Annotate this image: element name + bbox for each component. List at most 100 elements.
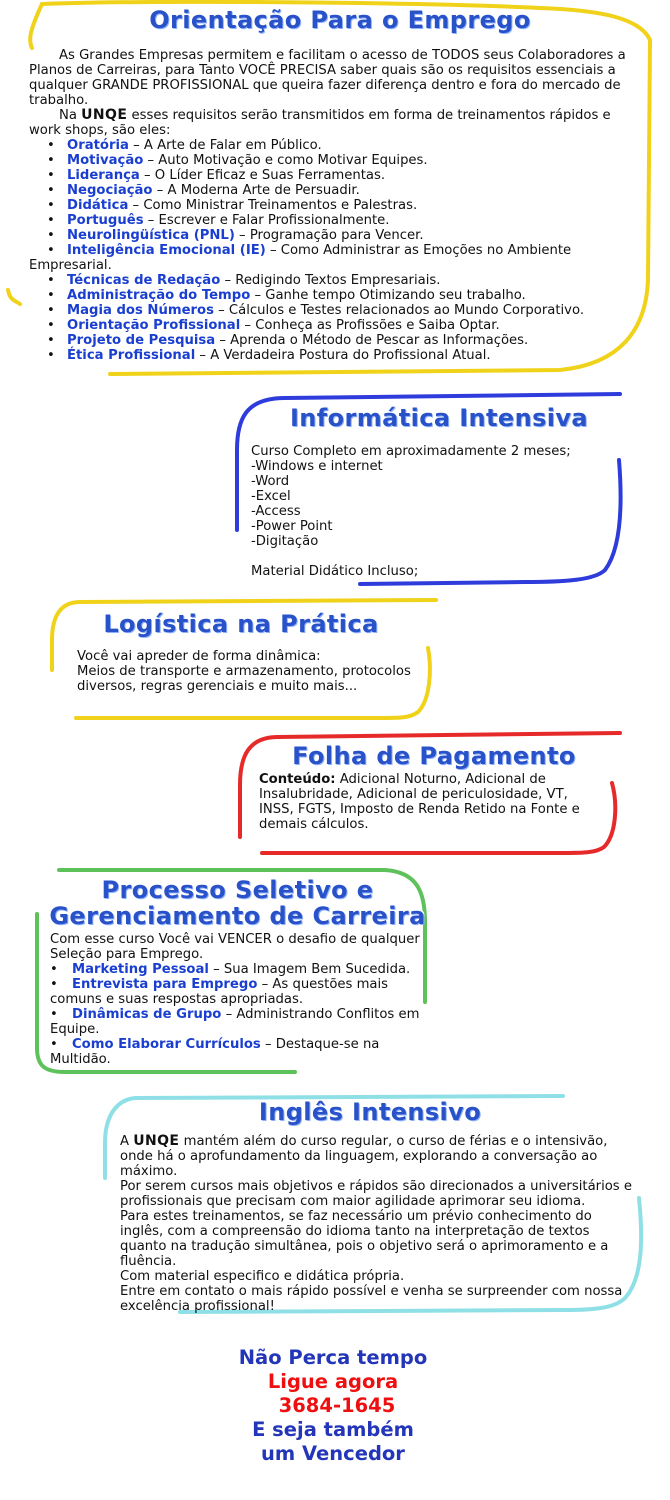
orientacao-topic-item: • Inteligência Emocional (IE) – Como Admi… (29, 243, 641, 273)
bullet-icon: • (50, 1037, 58, 1052)
section-title-folha: Folha de Pagamento (292, 742, 576, 770)
processo-topic-desc: – As questões mais comuns e suas respost… (50, 977, 389, 1007)
orientacao-topic-item: •Didática – Como Ministrar Treinamentos … (29, 198, 641, 213)
ingles-paragraph-3: Para estes treinamentos, se faz necessár… (120, 1209, 609, 1269)
informatica-course-line: Curso Completo em aproximadamente 2 mese… (251, 444, 571, 459)
informatica-course-line: -Excel (251, 489, 291, 504)
orientacao-topic-item: • Magia dos Números – Cálculos e Testes r… (29, 303, 641, 318)
section-title-informatica: Informática Intensiva (289, 404, 589, 432)
informatica-course-line: -Access (251, 504, 301, 519)
orientacao-topic-item: •Projeto de Pesquisa – Aprenda o Método … (29, 333, 641, 348)
logistica-line-2: Meios de transporte e armazenamento, pro… (77, 664, 411, 694)
processo-topic-name: Entrevista para Emprego (72, 977, 258, 992)
processo-intro: Com esse curso Você vai VENCER o desafio… (50, 932, 420, 962)
informatica-course-line: -Word (251, 474, 290, 489)
orientacao-topic-item: •Negociação – A Moderna Arte de Persuadi… (29, 183, 641, 198)
orientacao-topic-item: •Administração do Tempo – Ganhe tempo Ot… (29, 288, 641, 303)
bullet-icon: • (47, 273, 55, 288)
bullet-icon: • (47, 183, 55, 198)
processo-topic-name: Dinâmicas de Grupo (72, 1007, 222, 1022)
orientacao-topic-name: Liderança (67, 168, 140, 183)
orientacao-intro-2-pre: Na (59, 108, 77, 123)
orientacao-topic-item: •Oratória – A Arte de Falar em Público. (29, 138, 641, 153)
orientacao-topic-name: Inteligência Emocional (IE) (67, 243, 266, 258)
orientacao-topic-desc: – Programação para Vencer. (234, 228, 424, 243)
orientacao-topic-item: •Orientação Profissional – Conheça as Pr… (29, 318, 641, 333)
section-informatica: Curso Completo em aproximadamente 2 mese… (251, 444, 611, 579)
orientacao-topic-desc: – Como Administrar as Emoções no Ambient… (29, 243, 572, 273)
frame-ingles (103, 1094, 644, 1314)
processo-topic-desc: – Sua Imagem Bem Sucedida. (208, 962, 411, 977)
bullet-icon: • (47, 168, 55, 183)
logistica-line-1: Você vai apreder de forma dinâmica: (77, 649, 321, 664)
processo-topic-name: Marketing Pessoal (72, 962, 209, 977)
orientacao-topic-name: Técnicas de Redação (67, 273, 221, 288)
frame-orientacao (6, 0, 653, 376)
ingles-paragraph-1: A UNQE mantém além do curso regular, o c… (120, 1133, 638, 1180)
bullet-icon: • (47, 348, 55, 363)
section-logistica: Você vai apreder de forma dinâmica: Meio… (77, 649, 422, 694)
processo-topic-item: • Como Elaborar Currículos – Destaque-se … (50, 1037, 425, 1067)
orientacao-topic-item: • Técnicas de Redação – Redigindo Textos … (29, 273, 641, 288)
orientacao-topic-name: Ética Profissional (67, 348, 196, 363)
section-title-processo-1: Processo Seletivo e (101, 876, 374, 904)
orientacao-topic-desc: – Escrever e Falar Profissionalmente. (143, 213, 390, 228)
orientacao-topic-list: •Oratória – A Arte de Falar em Público.•… (29, 138, 641, 363)
processo-topic-desc: – Administrando Conflitos em Equipe. (50, 1007, 420, 1037)
orientacao-topic-item: • Liderança – O Líder Eficaz e Suas Ferra… (29, 168, 641, 183)
section-title-processo-2: Gerenciamento de Carreira (49, 902, 426, 930)
bullet-icon: • (50, 962, 58, 977)
orientacao-topic-desc: – A Verdadeira Postura do Profissional A… (195, 348, 491, 363)
section-folha: Conteúdo: Adicional Noturno, Adicional d… (259, 772, 604, 832)
orientacao-topic-name: Motivação (67, 153, 144, 168)
orientacao-topic-name: Magia dos Números (67, 303, 214, 318)
section-orientacao: As Grandes Empresas permitem e facilitam… (29, 48, 641, 363)
orientacao-topic-name: Projeto de Pesquisa (67, 333, 216, 348)
frame-processo (35, 868, 427, 1074)
processo-topic-item: • Dinâmicas de Grupo – Administrando Conf… (50, 1007, 425, 1037)
ingles-p1-pre: A (120, 1134, 130, 1149)
orientacao-topic-desc: – Cálculos e Testes relacionados ao Mund… (213, 303, 585, 318)
bullet-icon: • (47, 243, 55, 258)
processo-topic-item: • Entrevista para Emprego – As questões m… (50, 977, 425, 1007)
orientacao-topic-name: Negociação (67, 183, 153, 198)
bullet-icon: • (47, 303, 55, 318)
cta-line-1: Não Perca tempo (238, 1346, 428, 1369)
orientacao-topic-item: •Neurolingüística (PNL) – Programação pa… (29, 228, 641, 243)
section-title-ingles: Inglês Intensivo (258, 1098, 482, 1126)
informatica-course-line: -Windows e internet (251, 459, 383, 474)
processo-topic-desc: – Destaque-se na Multidão. (50, 1037, 380, 1067)
bullet-icon: • (47, 198, 55, 213)
bullet-icon: • (50, 1007, 58, 1022)
brand-unqe-2: UNQE (133, 1133, 180, 1149)
bullet-icon: • (47, 213, 55, 228)
bullet-icon: • (50, 977, 58, 992)
cta-line-2: Ligue agora (267, 1370, 399, 1393)
processo-topic-name: Como Elaborar Currículos (72, 1037, 261, 1052)
folha-text: Adicional Noturno, Adicional de Insalubr… (259, 772, 580, 832)
informatica-course-line: -Power Point (251, 519, 333, 534)
cta-phone: 3684-1645 (278, 1394, 396, 1417)
section-title-orientacao: Orientação Para o Emprego (149, 6, 531, 34)
orientacao-topic-item: • Português – Escrever e Falar Profission… (29, 213, 641, 228)
orientacao-intro: As Grandes Empresas permitem e facilitam… (29, 48, 626, 108)
bullet-icon: • (47, 288, 55, 303)
informatica-material: Material Didático Incluso; (251, 564, 419, 579)
frame-folha (238, 731, 622, 855)
bullet-icon: • (47, 153, 55, 168)
orientacao-topic-desc: – A Arte de Falar em Público. (128, 138, 322, 153)
orientacao-topic-desc: – Redigindo Textos Empresariais. (220, 273, 441, 288)
orientacao-intro-2-post: esses requisitos serão transmitidos em f… (29, 108, 611, 138)
orientacao-topic-name: Português (67, 213, 144, 228)
orientacao-topic-desc: – O Líder Eficaz e Suas Ferramentas. (139, 168, 386, 183)
orientacao-topic-item: •Motivação – Auto Motivação e como Motiv… (29, 153, 641, 168)
processo-topic-list: • Marketing Pessoal – Sua Imagem Bem Suce… (50, 962, 425, 1067)
ingles-p1-post: mantém além do curso regular, o curso de… (120, 1134, 608, 1179)
orientacao-topic-desc: – Ganhe tempo Otimizando seu trabalho. (250, 288, 526, 303)
orientacao-topic-item: • Ética Profissional – A Verdadeira Postu… (29, 348, 641, 363)
orientacao-topic-desc: – Conheça as Profissões e Saiba Optar. (240, 318, 500, 333)
section-title-logistica: Logística na Prática (103, 610, 379, 638)
ingles-paragraph-2: Por serem cursos mais objetivos e rápido… (120, 1179, 632, 1209)
folha-label: Conteúdo: (259, 772, 336, 787)
bullet-icon: • (47, 138, 55, 153)
